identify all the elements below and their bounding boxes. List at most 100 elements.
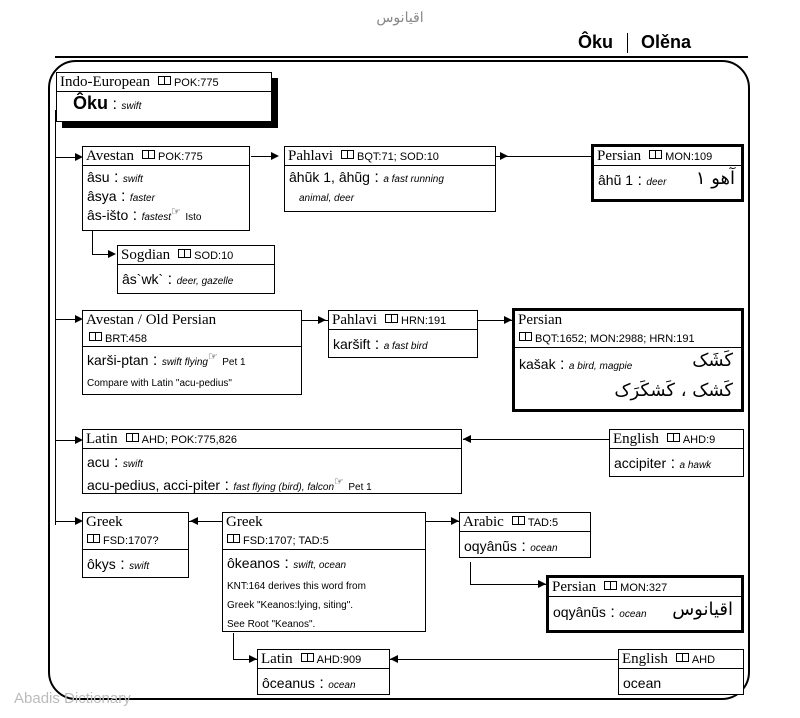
cross-reference[interactable]: Pet 1 [348, 482, 372, 493]
source-ref: AHD; POK:775,826 [141, 434, 238, 446]
book-icon [300, 653, 314, 662]
meaning: a fast running [383, 174, 444, 185]
word: karšift [333, 336, 371, 352]
word: oqyânũs [464, 538, 517, 554]
branch-line [463, 439, 609, 440]
meaning: a bird, magpie [568, 361, 633, 372]
language-label: Sogdian [121, 247, 171, 263]
word: accipiter [614, 455, 667, 471]
book-icon [341, 150, 354, 159]
persian-script: کَشک ، کَشکَرَک [614, 380, 733, 401]
source-ref: POK:775 [158, 151, 203, 163]
language-label: Greek [86, 514, 123, 530]
source-ref: AHD:9 [682, 434, 716, 446]
meaning: swift, ocean [293, 560, 347, 571]
header-separator [627, 33, 628, 53]
meaning: swift [129, 561, 150, 572]
meaning: ocean [619, 609, 647, 620]
meaning: swift [122, 174, 143, 185]
language-label: Latin [261, 651, 293, 667]
trunk-line [55, 110, 56, 525]
source-ref: MON:109 [665, 151, 713, 163]
arrow-right-icon [75, 153, 83, 161]
branch-line [189, 521, 222, 522]
arrow-right-icon [75, 436, 83, 444]
branch-line [470, 562, 471, 584]
cross-reference[interactable]: Isto [185, 212, 202, 223]
book-icon [89, 332, 102, 341]
entry-box-persian[interactable]: Persian BQT:1652; MON:2988; HRN:191 kaša… [512, 308, 744, 412]
source-ref: AHD [691, 654, 716, 666]
page-title: اقیانوس [376, 9, 424, 25]
word: âs-išto [87, 207, 129, 223]
arrow-right-icon [75, 315, 83, 323]
meaning: deer [646, 177, 667, 188]
entry-box-greek[interactable]: Greek FSD:1707? ôkys : swift [82, 512, 189, 578]
word: acu-pedius, acci-piter [87, 477, 221, 493]
book-icon [87, 534, 100, 543]
meaning: fast flying (bird), falcon [233, 482, 335, 493]
source-ref: MON:327 [620, 582, 668, 594]
branch-line [496, 156, 594, 157]
branch-line [390, 659, 618, 660]
entry-box-greek[interactable]: Greek FSD:1707; TAD:5 ôkeanos : swift, o… [222, 512, 426, 632]
book-icon [666, 433, 680, 442]
word: ôkys [87, 556, 116, 572]
source-ref: TAD:5 [527, 517, 559, 529]
language-label: English [613, 431, 659, 447]
arrow-right-icon [318, 316, 326, 324]
book-icon [227, 534, 240, 543]
meaning: a fast bird [383, 341, 428, 352]
branch-line [92, 254, 112, 255]
branch-line [92, 230, 93, 246]
source-ref: BRT:458 [105, 333, 147, 345]
meaning: ocean [530, 543, 558, 554]
persian-script: اقیانوس [672, 599, 733, 620]
source-ref: HRN:191 [401, 315, 447, 327]
branch-line [55, 319, 77, 320]
header-next-root[interactable]: Olěna [641, 32, 692, 52]
arrow-right-icon [249, 655, 257, 663]
header-current-root[interactable]: Ôku [578, 32, 614, 52]
source-ref: POK:775 [173, 77, 219, 89]
meaning: faster [129, 193, 155, 204]
entry-box-avestan-old-persian[interactable]: Avestan / Old Persian BRT:458 karši-ptan… [82, 310, 302, 395]
language-label: Persian [552, 579, 597, 595]
word: oqyânũs [553, 604, 606, 620]
watermark: Abadis Dictionary [14, 690, 131, 707]
word: karši-ptan [87, 352, 149, 368]
language-label: Avestan [86, 148, 135, 164]
persian-script: کَشَک [692, 350, 733, 371]
language-label: English [622, 651, 668, 667]
header-rule [55, 56, 748, 58]
note: See Root "Keanos". [227, 619, 316, 630]
arrow-right-icon [504, 316, 512, 324]
branch-line [426, 521, 459, 522]
language-label: Pahlavi [288, 148, 333, 164]
meaning: swift [121, 101, 142, 112]
branch-line [92, 240, 93, 254]
cross-reference[interactable]: Pet 1 [222, 357, 246, 368]
meaning: fastest [141, 212, 172, 223]
meaning: swift [122, 459, 143, 470]
diagram-frame [48, 60, 750, 700]
book-icon [604, 581, 618, 590]
word: âs`wk` [122, 271, 164, 287]
word: ôceanus [262, 675, 315, 691]
source-ref: BQT:71; SOD:10 [357, 151, 439, 163]
book-icon [157, 76, 171, 85]
language-label: Latin [86, 431, 118, 447]
arrow-right-icon [108, 250, 116, 258]
